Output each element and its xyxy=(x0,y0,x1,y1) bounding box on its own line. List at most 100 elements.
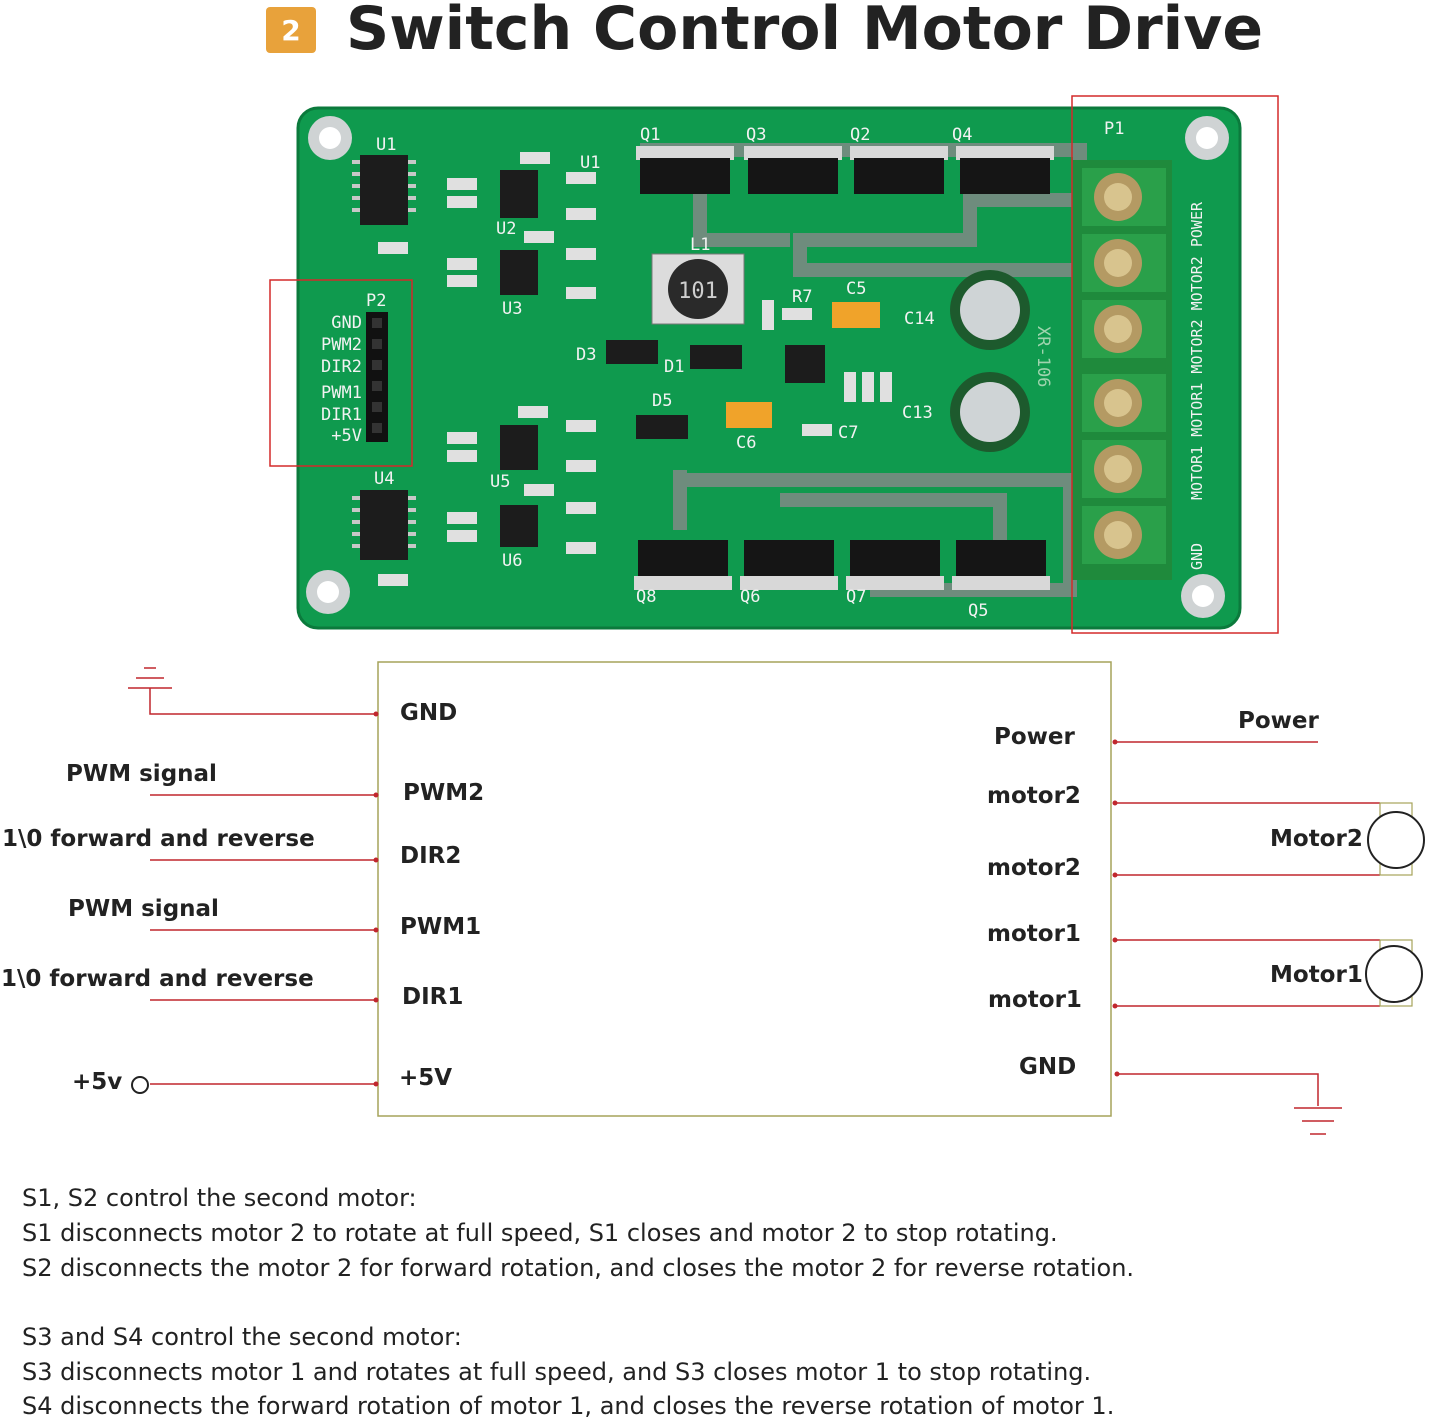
diode-d5 xyxy=(636,415,688,439)
p2-pin-label: DIR1 xyxy=(321,405,362,425)
ic-u4 xyxy=(360,490,408,560)
motor2-label: Motor2 xyxy=(1270,826,1363,852)
p1-highlight-box xyxy=(1071,95,1279,634)
ic-u5 xyxy=(500,425,538,470)
terminal-screw-icon xyxy=(1082,506,1166,564)
ref-q7: Q7 xyxy=(846,587,866,607)
p1-header-label: P1 xyxy=(1104,119,1124,139)
ref-l1: L1 xyxy=(690,235,710,255)
ic-u6 xyxy=(500,505,538,547)
ref-u4: U4 xyxy=(374,469,394,489)
note-line: S1, S2 control the second motor: xyxy=(22,1184,417,1212)
mosfet-q8 xyxy=(634,540,732,590)
connection-dot-icons xyxy=(373,711,1120,1087)
pwm-signal-label-top: PWM signal xyxy=(66,761,217,787)
box-pin-motor2-b: motor2 xyxy=(987,855,1081,881)
ic-ub1 xyxy=(785,345,825,383)
ref-d3: D3 xyxy=(576,345,596,365)
ic-u3 xyxy=(500,250,538,295)
mosfet-q6 xyxy=(740,540,838,590)
plus5v-label: +5v xyxy=(72,1069,123,1095)
ref-q8: Q8 xyxy=(636,587,656,607)
mounting-hole-icon xyxy=(1181,574,1225,618)
signal-wires xyxy=(149,688,1380,1106)
board-model: XR-106 xyxy=(1033,326,1053,387)
p2-header-label: P2 xyxy=(366,291,386,311)
mounting-hole-icon xyxy=(1185,116,1229,160)
inductor-l1: 101 xyxy=(651,253,745,325)
ref-q1: Q1 xyxy=(640,125,660,145)
page-title: Switch Control Motor Drive xyxy=(346,0,1264,64)
ref-r1: U1 xyxy=(580,153,600,173)
terminal-screw-icon xyxy=(1082,374,1166,432)
ref-c5: C5 xyxy=(846,279,866,299)
terminal-screw-icon xyxy=(1082,300,1166,358)
box-pin-power: Power xyxy=(994,724,1075,750)
box-pin-plus5v: +5V xyxy=(399,1065,453,1091)
ref-u1: U1 xyxy=(376,135,396,155)
ref-c13: C13 xyxy=(902,403,933,423)
capacitor-c6 xyxy=(726,402,772,428)
p2-pin-label: DIR2 xyxy=(321,357,362,377)
ic-pins xyxy=(352,160,416,548)
note-line: S1 disconnects motor 2 to rotate at full… xyxy=(22,1219,1058,1247)
diode-d1 xyxy=(690,345,742,369)
ref-q5: Q5 xyxy=(968,601,988,621)
mosfet-q1 xyxy=(636,146,734,194)
note-line: S3 disconnects motor 1 and rotates at fu… xyxy=(22,1358,1092,1386)
ref-q3: Q3 xyxy=(746,125,766,145)
mosfet-q4 xyxy=(956,146,1054,194)
mounting-hole-icon xyxy=(308,116,352,160)
motor2-symbol-icon xyxy=(1367,802,1425,876)
box-pin-dir1: DIR1 xyxy=(402,984,464,1010)
terminal-screw-icon xyxy=(1082,440,1166,498)
mosfet-q7 xyxy=(846,540,944,590)
terminal-circle-icon xyxy=(131,1076,149,1094)
capacitor-c13 xyxy=(950,372,1030,452)
wiring-diagram xyxy=(128,661,1425,1135)
box-pin-pwm2: PWM2 xyxy=(403,780,485,806)
capacitor-c5 xyxy=(832,302,880,328)
ic-u1 xyxy=(360,155,408,225)
mosfet-q5 xyxy=(952,540,1050,590)
ref-u5: U5 xyxy=(490,472,510,492)
box-pin-pwm1: PWM1 xyxy=(400,914,482,940)
p1-vertical-label: MOTOR1 MOTOR1 MOTOR2 MOTOR2 POWER xyxy=(1188,201,1206,500)
diode-d3 xyxy=(606,340,658,364)
box-pin-motor1-a: motor1 xyxy=(987,921,1081,947)
ground-icon xyxy=(1294,1107,1342,1135)
direction-label-bottom: 1\0 forward and reverse xyxy=(1,966,314,992)
terminal-screw-icon xyxy=(1082,234,1166,292)
pwm-signal-label-bottom: PWM signal xyxy=(68,896,219,922)
header-p2 xyxy=(366,312,388,442)
driver-module-box xyxy=(377,661,1112,1117)
ref-u6: U6 xyxy=(502,551,522,571)
box-pin-motor2-a: motor2 xyxy=(987,783,1081,809)
note-line: S4 disconnects the forward rotation of m… xyxy=(22,1392,1115,1420)
mosfet-q3 xyxy=(744,146,842,194)
ref-c14: C14 xyxy=(904,309,935,329)
terminal-block-p1 xyxy=(1072,160,1172,580)
ic-u2 xyxy=(500,170,538,218)
note-line: S3 and S4 control the second motor: xyxy=(22,1323,462,1351)
ref-d1: D1 xyxy=(664,357,684,377)
box-pin-gnd-right: GND xyxy=(1019,1054,1077,1080)
inductor-marking: 101 xyxy=(678,279,718,304)
box-pin-motor1-b: motor1 xyxy=(988,987,1082,1013)
direction-label-top: 1\0 forward and reverse xyxy=(2,826,315,852)
p2-pin-label: +5V xyxy=(331,426,362,446)
mosfet-q2 xyxy=(850,146,948,194)
power-trace xyxy=(673,190,1077,597)
capacitor-c14 xyxy=(950,270,1030,350)
box-pin-gnd: GND xyxy=(400,700,458,726)
motor1-label: Motor1 xyxy=(1270,962,1363,988)
ref-q4: Q4 xyxy=(952,125,972,145)
ref-c7: C7 xyxy=(838,423,858,443)
ref-u3: U3 xyxy=(502,299,522,319)
p2-pin-label: PWM2 xyxy=(321,335,362,355)
pcb-board: 101 P2 GND PWM2 xyxy=(269,95,1279,634)
power-label: Power xyxy=(1238,708,1319,734)
ref-q6: Q6 xyxy=(740,587,760,607)
p2-pin-label: PWM1 xyxy=(321,383,362,403)
